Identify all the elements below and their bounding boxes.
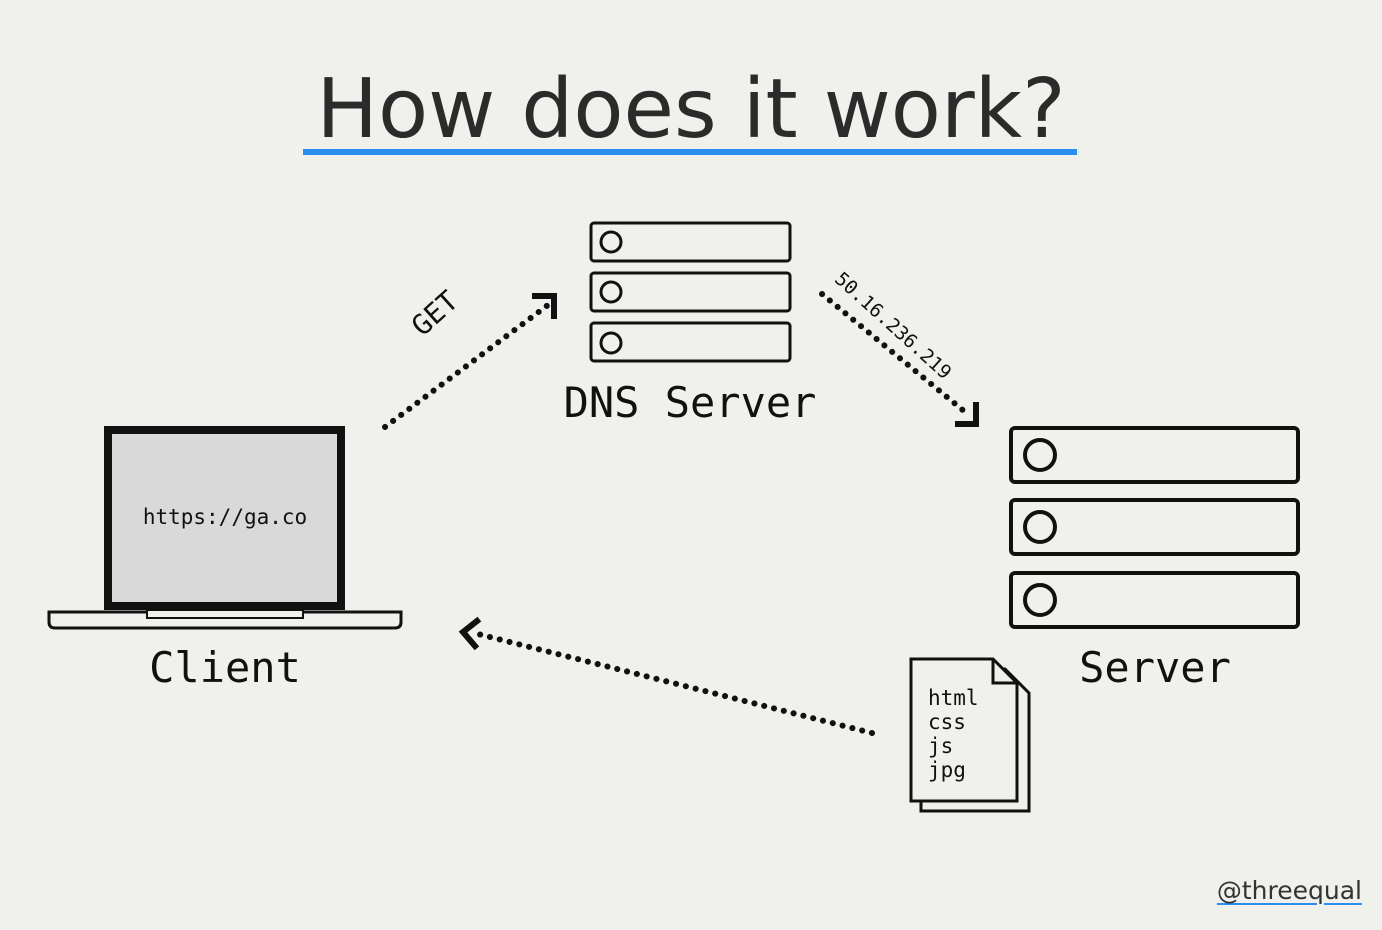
- file-response-arrow: [458, 616, 875, 736]
- client-screen-url: https://ga.co: [142, 505, 308, 529]
- file-item: jpg: [928, 758, 966, 782]
- file-item: html: [928, 686, 979, 710]
- file-item: js: [928, 734, 954, 758]
- dns-server-label: DNS Server: [563, 378, 817, 427]
- server-label: Server: [1079, 643, 1231, 692]
- client-label: Client: [149, 643, 301, 692]
- dns-server-icon: [589, 221, 792, 363]
- dns-response-arrow: [819, 291, 979, 427]
- file-item: css: [928, 710, 966, 734]
- page-title: How does it work?: [316, 62, 1066, 157]
- file-list: html css js jpg: [928, 686, 979, 782]
- file-documents-icon: [909, 657, 1031, 813]
- author-credit-link[interactable]: @threequal: [1216, 876, 1362, 905]
- title-underline: [303, 149, 1077, 155]
- get-request-arrow: [382, 293, 557, 430]
- laptop-icon: [47, 426, 403, 630]
- server-icon: [1009, 426, 1300, 629]
